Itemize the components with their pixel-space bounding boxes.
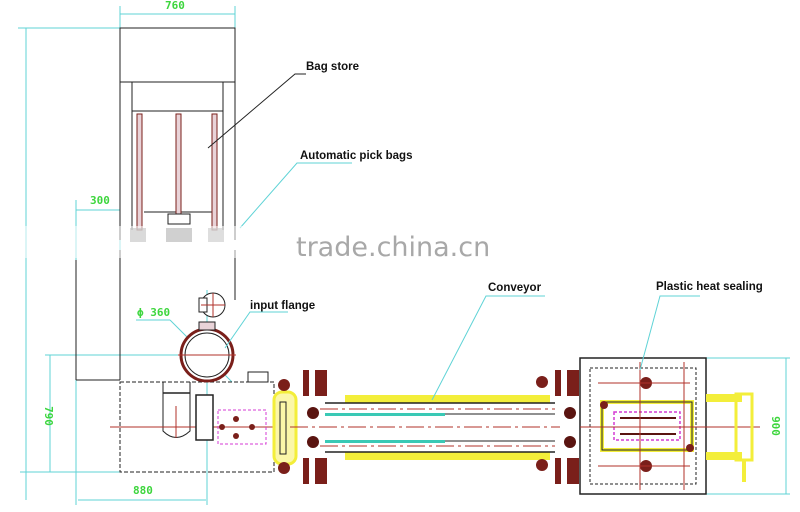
conveyor-left-end	[272, 379, 298, 474]
bag-rails	[136, 113, 218, 231]
dimension-top-width: 760	[165, 0, 185, 12]
dimension-offset-width: 300	[90, 194, 110, 207]
leader-lines	[207, 73, 700, 401]
dimension-sealer-height: 900	[769, 416, 782, 436]
callout-input-flange: input flange	[250, 300, 315, 312]
dimension-base-height: 790	[42, 406, 55, 426]
watermark-band	[0, 226, 800, 258]
callout-automatic-pick-bags: Automatic pick bags	[300, 150, 412, 162]
watermark-text: trade.china.cn	[296, 232, 490, 263]
input-flange	[178, 292, 236, 441]
callout-conveyor: Conveyor	[488, 282, 542, 294]
tower-lower-body	[75, 250, 236, 381]
callout-bag-store: Bag store	[306, 61, 359, 73]
callout-plastic-heat-sealing: Plastic heat sealing	[656, 281, 763, 293]
conveyor	[290, 395, 560, 460]
heat-sealer	[579, 357, 760, 495]
dimension-flange-diameter: ϕ 360	[137, 306, 170, 319]
tensioner-blocks	[303, 370, 579, 484]
dimension-base-width: 880	[133, 484, 153, 497]
